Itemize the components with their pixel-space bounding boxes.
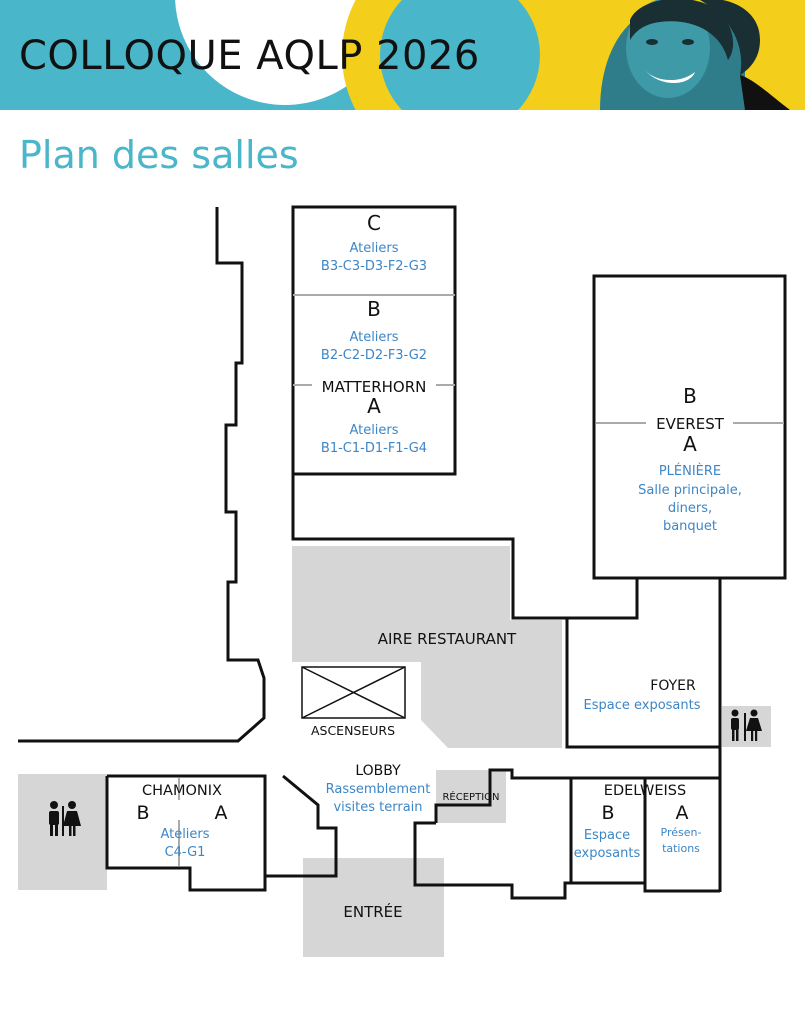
everest-b-letter: B — [683, 384, 697, 408]
chamonix-a-letter: A — [215, 802, 228, 824]
restroom-right-area — [722, 706, 771, 747]
matterhorn-c-codes: B3-C3-D3-F2-G3 — [321, 259, 427, 274]
reception-area — [436, 770, 506, 823]
chamonix-name: CHAMONIX — [142, 783, 222, 799]
everest-line1: PLÉNIÈRE — [659, 463, 721, 479]
room-dividers — [178, 294, 784, 866]
matterhorn-a-codes: B1-C1-D1-F1-G4 — [321, 441, 427, 456]
reception-label: RÉCEPTION — [442, 790, 499, 803]
restaurant-area — [292, 546, 562, 748]
edelweiss-b-sub2: exposants — [574, 846, 641, 861]
matterhorn-name: MATTERHORN — [322, 378, 427, 396]
chamonix-type: Ateliers — [160, 827, 209, 842]
restaurant-label: AIRE RESTAURANT — [378, 630, 517, 648]
portrait-photo — [600, 0, 790, 110]
walls — [18, 205, 787, 900]
elevator-icon — [301, 666, 406, 719]
everest-line4: banquet — [663, 519, 717, 534]
chamonix-codes: C4-G1 — [165, 845, 206, 860]
edelweiss-a-sub2: tations — [662, 842, 700, 855]
edelweiss-a-sub1: Présen- — [661, 826, 702, 839]
elevators-label: ASCENSEURS — [311, 723, 395, 738]
everest-name: EVEREST — [656, 415, 725, 433]
chamonix-b-letter: B — [136, 802, 149, 824]
lobby-label: LOBBY — [355, 763, 401, 779]
matterhorn-c-type: Ateliers — [349, 241, 398, 256]
banner-graphic — [0, 0, 805, 110]
edelweiss-name: EDELWEISS — [604, 783, 686, 799]
edelweiss-b-sub1: Espace — [584, 828, 630, 843]
foyer-label: FOYER — [650, 678, 696, 694]
matterhorn-b-letter: B — [367, 297, 381, 321]
everest-line3: diners, — [668, 501, 712, 516]
matterhorn-c-letter: C — [367, 211, 381, 235]
edelweiss-a-letter: A — [676, 802, 689, 824]
everest-line2: Salle principale, — [638, 483, 742, 498]
page-title: Plan des salles — [19, 133, 299, 177]
edelweiss-b-letter: B — [601, 802, 614, 824]
lobby-sub2: visites terrain — [333, 800, 422, 815]
everest-a-letter: A — [683, 432, 697, 456]
entrance-label: ENTRÉE — [343, 902, 402, 921]
lobby-sub1: Rassemblement — [326, 782, 431, 797]
restroom-icon — [731, 709, 762, 741]
matterhorn-b-codes: B2-C2-D2-F3-G2 — [321, 348, 427, 363]
matterhorn-b-type: Ateliers — [349, 330, 398, 345]
matterhorn-a-letter: A — [367, 394, 381, 418]
foyer-sub: Espace exposants — [584, 698, 701, 713]
event-title: COLLOQUE AQLP 2026 — [19, 33, 480, 79]
header-banner: COLLOQUE AQLP 2026 — [0, 0, 805, 110]
restroom-icon — [49, 801, 81, 836]
matterhorn-a-type: Ateliers — [349, 423, 398, 438]
